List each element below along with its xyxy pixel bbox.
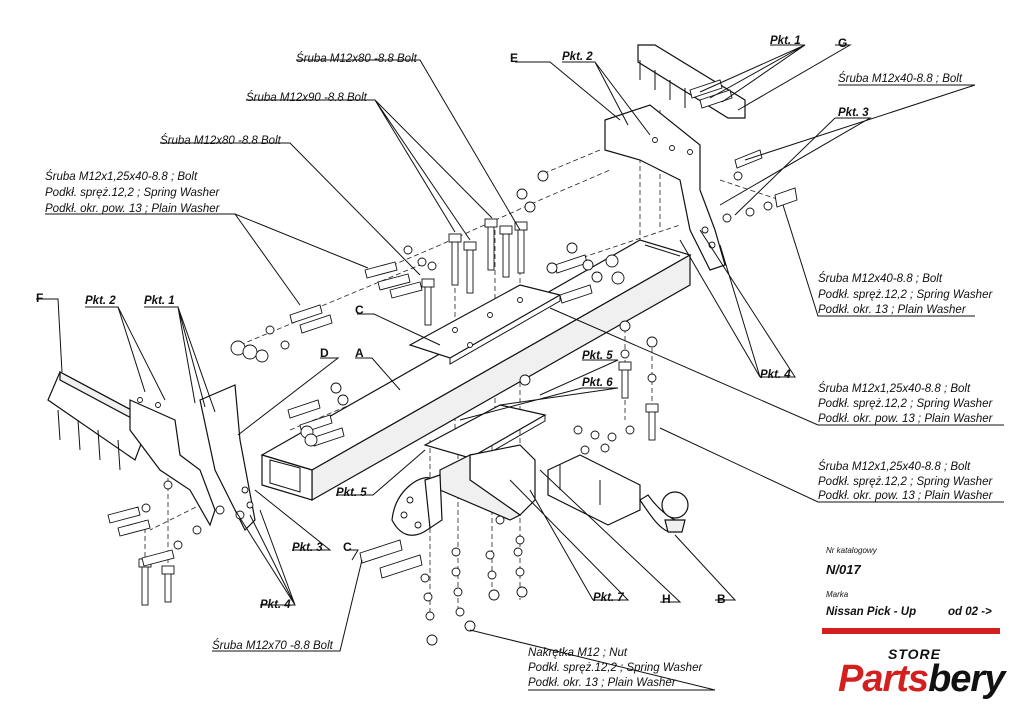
brand-watermark: STORE Partsbery [832, 646, 1012, 706]
label-pkt2-top: Pkt. 2 [562, 51, 593, 63]
part-letter-C-bottom: C [343, 540, 352, 554]
leader-lines [36, 44, 1004, 691]
label-pkt2-left: Pkt. 2 [85, 295, 116, 307]
year-value: od 02 -> [948, 606, 992, 618]
label-left-set-bolt: Śruba M12x1,25x40-8.8 ; Bolt [45, 170, 198, 183]
label-right-set3-bolt: Śruba M12x1,25x40-8.8 ; Bolt [818, 460, 971, 473]
label-right-set2-spring: Podkł. spręż.12,2 ; Spring Washer [818, 398, 993, 410]
side-bracket-D [199, 384, 256, 532]
label-pkt1-left: Pkt. 1 [144, 295, 175, 307]
point-labels: Pkt. 2 Pkt. 1 Pkt. 3 Pkt. 4 Pkt. 2 Pkt. … [85, 35, 869, 611]
label-pkt4-right: Pkt. 4 [760, 369, 791, 381]
logo-strip [822, 628, 1000, 634]
part-letter-B: B [717, 592, 726, 606]
label-bolt-m12x90: Śruba M12x90 -8.8 Bolt [246, 91, 368, 104]
washers-and-nuts [141, 170, 773, 646]
part-letter-F: F [36, 291, 43, 305]
label-pkt1-top: Pkt. 1 [770, 35, 801, 47]
label-right-set1-plain: Podkł. okr. 13 ; Plain Washer [818, 304, 967, 316]
label-right-set2-plain: Podkł. okr. pow. 13 ; Plain Washer [818, 413, 994, 425]
label-pkt3-left: Pkt. 3 [292, 542, 323, 554]
part-letter-D: D [320, 346, 329, 360]
label-left-set-plain: Podkł. okr. pow. 13 ; Plain Washer [45, 203, 221, 215]
label-bolt-m12x40-top: Śruba M12x40-8.8 ; Bolt [838, 72, 963, 85]
brand-name-part-b: bery [928, 658, 1005, 700]
label-pkt3-right: Pkt. 3 [838, 107, 869, 119]
make-label: Marka [826, 590, 849, 599]
part-letter-C-top: C [355, 303, 364, 317]
brand-name-part-a: Parts [838, 658, 929, 700]
side-bracket-E [604, 104, 726, 271]
make-value: Nissan Pick - Up [826, 606, 917, 618]
label-right-set1-bolt: Śruba M12x40-8.8 ; Bolt [818, 272, 943, 285]
label-right-set3-spring: Podkł. spręż.12,2 ; Spring Washer [818, 476, 993, 488]
label-pkt5-left: Pkt. 5 [336, 487, 367, 499]
label-bolt-m12x70: Śruba M12x70 -8.8 Bolt [212, 639, 334, 652]
catalog-label: Nr katalogowy [826, 546, 877, 555]
tow-ball-mount-B [439, 444, 689, 533]
brand-name: Partsbery [838, 658, 1005, 701]
catalog-number: N/017 [826, 562, 861, 577]
part-letter-A: A [355, 346, 364, 360]
side-bracket-F [47, 371, 216, 527]
label-bolt-m12x80-a: Śruba M12x80 -8.8 Bolt [296, 52, 418, 65]
part-letters: E G F C D A C H B [36, 36, 847, 606]
label-right-set2-bolt: Śruba M12x1,25x40-8.8 ; Bolt [818, 382, 971, 395]
label-left-set-spring: Podkł. spręż.12,2 ; Spring Washer [45, 187, 220, 199]
side-bracket-G [637, 44, 746, 119]
label-pkt6: Pkt. 6 [582, 377, 613, 389]
part-letter-E: E [510, 51, 518, 65]
label-right-set1-spring: Podkł. spręż.12,2 ; Spring Washer [818, 289, 993, 301]
callout-labels: Śruba M12x80 -8.8 Bolt Śruba M12x90 -8.8… [45, 52, 994, 689]
crossbar-A [260, 239, 692, 502]
electrical-socket [391, 474, 443, 536]
label-pkt7: Pkt. 7 [593, 592, 624, 604]
label-nut-m12: Nakrętka M12 ; Nut [528, 647, 628, 659]
brand-store-text: STORE [888, 646, 941, 662]
label-pkt5-right: Pkt. 5 [582, 350, 613, 362]
label-bolt-m12x80-b: Śruba M12x80 -8.8 Bolt [160, 134, 282, 147]
part-letter-G: G [838, 36, 847, 50]
label-pkt4-left: Pkt. 4 [260, 599, 291, 611]
label-nut-plain: Podkł. okr. 13 ; Plain Washer [528, 677, 677, 689]
part-letter-H: H [662, 592, 671, 606]
label-nut-spring: Podkł. spręż.12,2 ; Spring Washer [528, 662, 703, 674]
label-right-set3-plain: Podkł. okr. pow. 13 ; Plain Washer [818, 490, 994, 502]
